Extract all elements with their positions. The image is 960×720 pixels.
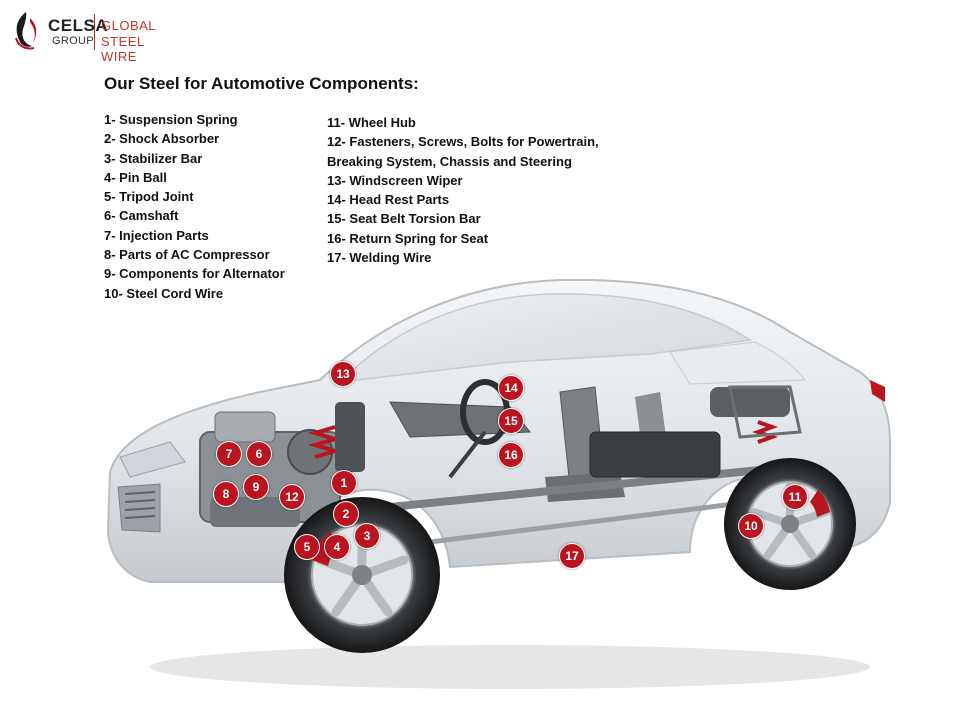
list-item: 16- Return Spring for Seat: [327, 230, 489, 246]
marker-1: 1: [331, 470, 357, 496]
marker-2: 2: [333, 501, 359, 527]
celsa-logo: CELSA GROUP GLOBAL STEEL WIRE: [8, 8, 158, 64]
brand-tagline-2: STEEL WIRE: [101, 34, 145, 64]
list-item: 4- Pin Ball: [104, 169, 167, 185]
marker-13: 13: [330, 361, 356, 387]
marker-17: 17: [559, 543, 585, 569]
marker-4: 4: [324, 534, 350, 560]
list-item: 17- Welding Wire: [327, 250, 432, 266]
list-item: 12- Fasteners, Screws, Bolts for Powertr…: [327, 134, 599, 150]
marker-8: 8: [213, 481, 239, 507]
marker-5: 5: [294, 534, 320, 560]
marker-3: 3: [354, 523, 380, 549]
brand-sub: GROUP: [52, 35, 94, 47]
marker-16: 16: [498, 442, 524, 468]
logo-divider: [94, 14, 95, 50]
list-item: 8- Parts of AC Compressor: [104, 247, 270, 263]
list-item: 6- Camshaft: [104, 208, 179, 224]
list-item: 5- Tripod Joint: [104, 189, 194, 205]
car-cutaway-illustration: [106, 278, 891, 689]
list-item: 9- Components for Alternator: [104, 266, 285, 282]
component-list-right: 11- Wheel Hub 12- Fasteners, Screws, Bol…: [327, 113, 599, 267]
list-item: 13- Windscreen Wiper: [327, 172, 463, 188]
marker-9: 9: [243, 474, 269, 500]
list-item: 14- Head Rest Parts: [327, 192, 450, 208]
marker-10: 10: [738, 513, 764, 539]
marker-11: 11: [782, 484, 808, 510]
marker-12: 12: [279, 484, 305, 510]
marker-14: 14: [498, 375, 524, 401]
brand-name: CELSA: [48, 16, 109, 35]
list-item: 1- Suspension Spring: [104, 112, 238, 127]
component-list-left: 1- Suspension Spring 2- Shock Absorber 3…: [104, 110, 285, 303]
list-item: 3- Stabilizer Bar: [104, 150, 203, 166]
marker-6: 6: [246, 441, 272, 467]
marker-15: 15: [498, 408, 524, 434]
marker-7: 7: [216, 441, 242, 467]
list-item: 11- Wheel Hub: [327, 115, 416, 130]
list-item: Breaking System, Chassis and Steering: [327, 153, 572, 169]
list-item: 15- Seat Belt Torsion Bar: [327, 211, 481, 227]
list-item: 7- Injection Parts: [104, 227, 209, 243]
list-item: 2- Shock Absorber: [104, 131, 220, 147]
list-item: 10- Steel Cord Wire: [104, 285, 224, 301]
brand-tagline-1: GLOBAL: [101, 18, 157, 33]
page-title: Our Steel for Automotive Components:: [104, 74, 419, 93]
flame-logo-icon: [15, 12, 37, 50]
